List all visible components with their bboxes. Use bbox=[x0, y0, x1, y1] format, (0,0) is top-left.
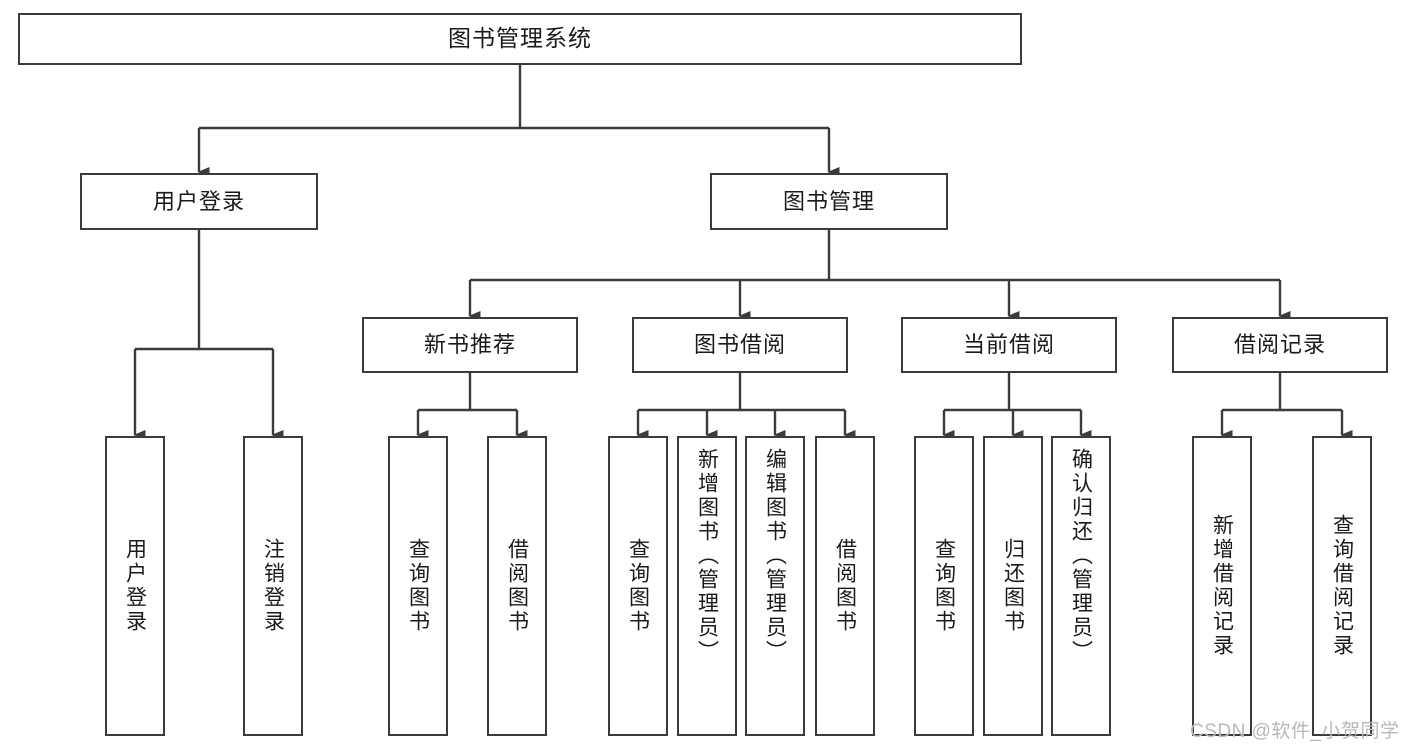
node-label: 归还图书 bbox=[1001, 538, 1025, 634]
node-label: 查询图书 bbox=[932, 538, 956, 634]
leaf-rec-borrow-book[interactable]: 借阅图书 bbox=[487, 436, 547, 736]
leaf-borrow-borrow-book[interactable]: 借阅图书 bbox=[815, 436, 875, 736]
node-book-borrowing[interactable]: 图书借阅 bbox=[632, 317, 848, 373]
leaf-borrow-edit-book-admin[interactable]: 编辑图书（管理员） bbox=[745, 436, 805, 736]
node-label: 用户登录 bbox=[123, 538, 147, 634]
leaf-current-return-book[interactable]: 归还图书 bbox=[983, 436, 1043, 736]
node-label: 编辑图书（管理员） bbox=[763, 448, 787, 664]
leaf-borrow-query-book[interactable]: 查询图书 bbox=[608, 436, 668, 736]
node-label: 查询图书 bbox=[406, 538, 430, 634]
leaf-record-add-borrow-record[interactable]: 新增借阅记录 bbox=[1192, 436, 1252, 736]
leaf-borrow-add-book-admin[interactable]: 新增图书（管理员） bbox=[677, 436, 737, 736]
node-label: 新书推荐 bbox=[423, 332, 516, 358]
node-label: 图书管理 bbox=[782, 188, 875, 214]
leaf-rec-query-book[interactable]: 查询图书 bbox=[388, 436, 448, 736]
node-label: 用户登录 bbox=[152, 188, 245, 214]
leaf-logout[interactable]: 注销登录 bbox=[243, 436, 303, 736]
node-label: 图书借阅 bbox=[693, 332, 786, 358]
node-current-borrowing[interactable]: 当前借阅 bbox=[901, 317, 1117, 373]
csdn-watermark: CSDN @软件_小贺同学 bbox=[1190, 721, 1400, 742]
node-book-management[interactable]: 图书管理 bbox=[710, 173, 948, 230]
node-root-system[interactable]: 图书管理系统 bbox=[18, 13, 1022, 65]
node-label: 查询借阅记录 bbox=[1330, 514, 1354, 658]
node-label: 图书管理系统 bbox=[448, 25, 592, 52]
leaf-record-query-borrow-record[interactable]: 查询借阅记录 bbox=[1312, 436, 1372, 736]
node-new-book-recommendation[interactable]: 新书推荐 bbox=[362, 317, 578, 373]
node-label: 借阅图书 bbox=[505, 538, 529, 634]
node-label: 新增借阅记录 bbox=[1210, 514, 1234, 658]
leaf-current-confirm-return-admin[interactable]: 确认归还（管理员） bbox=[1051, 436, 1111, 736]
node-label: 注销登录 bbox=[261, 538, 285, 634]
leaf-user-login[interactable]: 用户登录 bbox=[105, 436, 165, 736]
node-label: 新增图书（管理员） bbox=[695, 448, 719, 664]
node-label: 借阅图书 bbox=[833, 538, 857, 634]
node-label: 当前借阅 bbox=[962, 332, 1055, 358]
node-label: 确认归还（管理员） bbox=[1069, 448, 1093, 664]
node-label: 查询图书 bbox=[626, 538, 650, 634]
node-label: 借阅记录 bbox=[1233, 332, 1326, 358]
node-borrowing-record[interactable]: 借阅记录 bbox=[1172, 317, 1388, 373]
leaf-current-query-book[interactable]: 查询图书 bbox=[914, 436, 974, 736]
node-user-login[interactable]: 用户登录 bbox=[80, 173, 318, 230]
